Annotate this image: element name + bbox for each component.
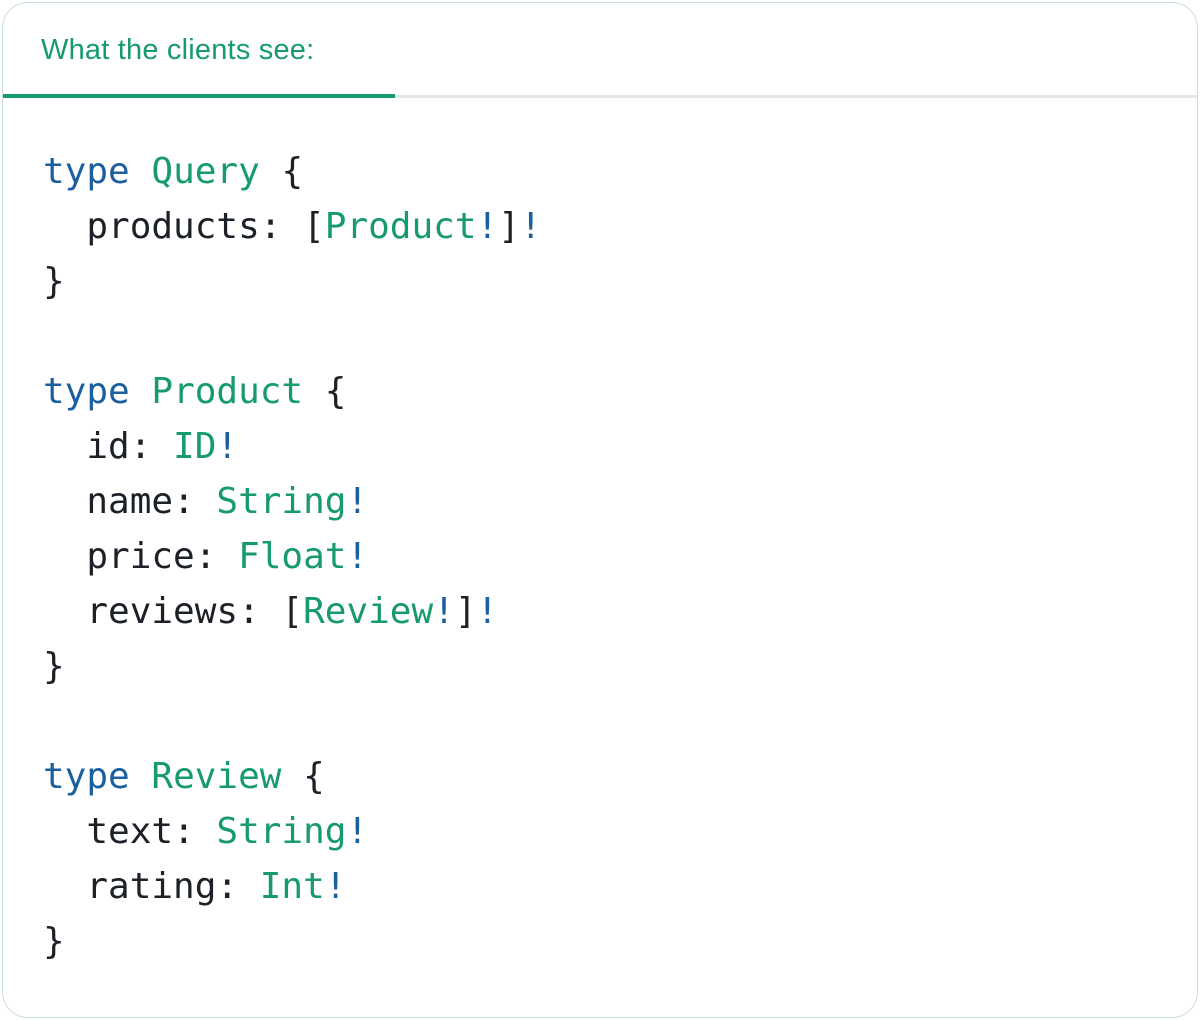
code-line: rating: Int!: [43, 859, 1167, 914]
code-line: text: String!: [43, 804, 1167, 859]
code-token-plain: [130, 756, 152, 797]
code-token-plain: name:: [43, 481, 217, 522]
code-token-type: Query: [151, 151, 260, 192]
code-token-kw: type: [43, 756, 130, 797]
code-line: [43, 694, 1167, 749]
code-token-type: Review: [303, 591, 434, 632]
code-token-bang: !: [346, 811, 369, 852]
code-token-plain: }: [43, 646, 65, 687]
code-line: reviews: [Review!]!: [43, 584, 1167, 639]
code-token-bang: !: [433, 591, 455, 632]
code-line: type Product {: [43, 364, 1167, 419]
code-token-plain: {: [281, 756, 325, 797]
code-token-type: Float: [238, 536, 347, 577]
code-token-plain: [130, 151, 152, 192]
code-token-bang: !: [346, 481, 369, 522]
code-line: [43, 309, 1167, 364]
code-token-type: Product: [324, 206, 477, 247]
code-token-type: Product: [151, 371, 304, 412]
code-token-bang: !: [324, 866, 347, 907]
code-token-kw: type: [43, 151, 130, 192]
code-line: }: [43, 914, 1167, 969]
code-token-bang: !: [216, 426, 239, 467]
code-token-punct: ]: [498, 206, 520, 247]
code-token-plain: products:: [43, 206, 304, 247]
code-line: id: ID!: [43, 419, 1167, 474]
code-token-punct: [: [303, 206, 325, 247]
code-line: products: [Product!]!: [43, 199, 1167, 254]
code-token-plain: text:: [43, 811, 217, 852]
code-line: price: Float!: [43, 529, 1167, 584]
code-line: name: String!: [43, 474, 1167, 529]
code-block: type Query { products: [Product!]!} type…: [3, 98, 1197, 989]
code-token-plain: price:: [43, 536, 239, 577]
tab-what-the-clients-see[interactable]: What the clients see:: [3, 3, 395, 98]
code-token-bang: !: [519, 206, 542, 247]
code-token-type: ID: [173, 426, 217, 467]
code-token-plain: rating:: [43, 866, 260, 907]
code-token-bang: !: [346, 536, 369, 577]
code-token-type: String: [216, 481, 347, 522]
code-line: }: [43, 639, 1167, 694]
code-token-punct: ]: [454, 591, 477, 632]
code-token-plain: [130, 371, 152, 412]
code-token-type: String: [216, 811, 347, 852]
code-token-plain: {: [259, 151, 304, 192]
code-line: type Review {: [43, 749, 1167, 804]
code-token-plain: }: [43, 921, 65, 962]
code-token-bang: !: [476, 206, 499, 247]
code-token-kw: type: [43, 371, 130, 412]
code-token-punct: [: [281, 591, 304, 632]
code-line: }: [43, 254, 1167, 309]
code-token-plain: }: [43, 261, 65, 302]
code-token-type: Int: [259, 866, 325, 907]
code-line: type Query {: [43, 144, 1167, 199]
code-token-bang: !: [476, 591, 499, 632]
tab-bar: What the clients see:: [3, 3, 1197, 98]
code-token-type: Review: [151, 756, 282, 797]
code-token-plain: {: [303, 371, 347, 412]
code-token-plain: id:: [43, 426, 174, 467]
code-token-plain: reviews:: [43, 591, 282, 632]
tab-label: What the clients see:: [41, 34, 315, 66]
